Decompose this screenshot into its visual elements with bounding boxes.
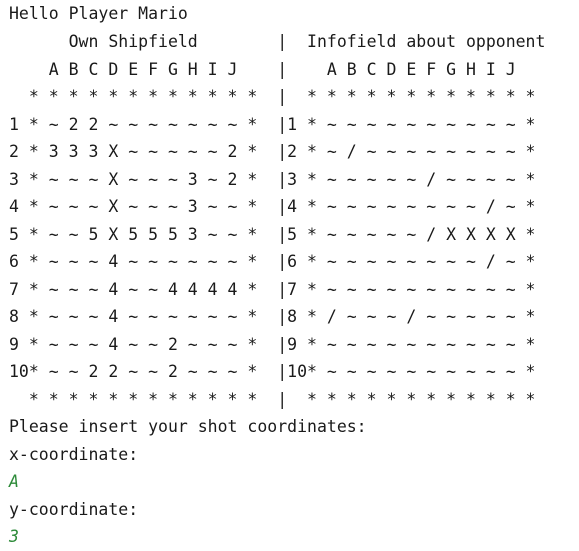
board-border-bottom: * * * * * * * * * * * * | * * * * * * * … (9, 390, 536, 409)
greeting-line: Hello Player Mario (9, 4, 188, 23)
y-coordinate-input[interactable]: 3 (9, 527, 19, 546)
x-coordinate-input[interactable]: A (9, 472, 19, 491)
board-border-top: * * * * * * * * * * * * | * * * * * * * … (9, 87, 536, 106)
shot-prompt: Please insert your shot coordinates: (9, 417, 367, 436)
board-header: Own Shipfield | Infofield about opponent (9, 32, 546, 51)
board-row: 3 * ~ ~ ~ X ~ ~ ~ 3 ~ 2 * |3 * ~ ~ ~ ~ ~… (9, 170, 536, 189)
board-row: 9 * ~ ~ ~ 4 ~ ~ 2 ~ ~ ~ * |9 * ~ ~ ~ ~ ~… (9, 335, 536, 354)
board-row: 7 * ~ ~ ~ 4 ~ ~ 4 4 4 4 * |7 * ~ ~ ~ ~ ~… (9, 280, 536, 299)
board-row: 10* ~ ~ 2 2 ~ ~ 2 ~ ~ ~ * |10* ~ ~ ~ ~ ~… (9, 362, 536, 381)
y-coordinate-prompt: y-coordinate: (9, 500, 139, 519)
board-row: 4 * ~ ~ ~ X ~ ~ ~ 3 ~ ~ * |4 * ~ ~ ~ ~ ~… (9, 197, 536, 216)
board-row: 8 * ~ ~ ~ 4 ~ ~ ~ ~ ~ ~ * |8 * / ~ ~ ~ /… (9, 307, 536, 326)
board-row: 2 * 3 3 3 X ~ ~ ~ ~ ~ 2 * |2 * ~ / ~ ~ ~… (9, 142, 536, 161)
board-row: 5 * ~ ~ 5 X 5 5 5 3 ~ ~ * |5 * ~ ~ ~ ~ ~… (9, 225, 536, 244)
board-row: 1 * ~ 2 2 ~ ~ ~ ~ ~ ~ ~ * |1 * ~ ~ ~ ~ ~… (9, 115, 536, 134)
board-row: 6 * ~ ~ ~ 4 ~ ~ ~ ~ ~ ~ * |6 * ~ ~ ~ ~ ~… (9, 252, 536, 271)
x-coordinate-prompt: x-coordinate: (9, 445, 139, 464)
column-headers: A B C D E F G H I J | A B C D E F G H I … (9, 60, 516, 79)
